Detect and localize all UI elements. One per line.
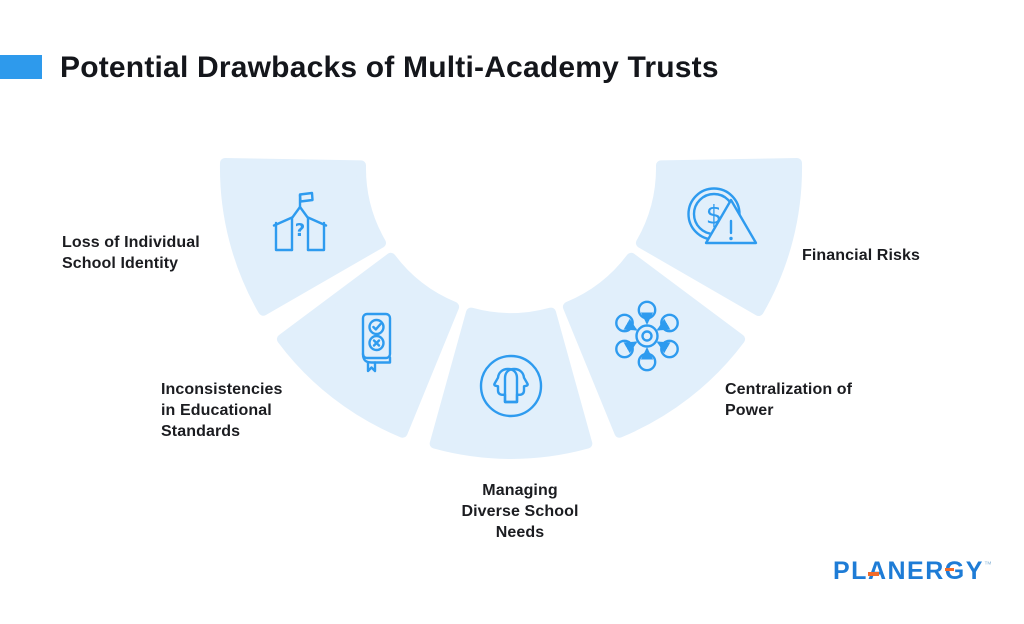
label-centralization: Centralization of Power (725, 381, 853, 419)
question-glyph: ? (295, 220, 305, 241)
planergy-logo: PLANERGY™ (833, 556, 1003, 588)
dual-heads-icon (479, 354, 543, 418)
wedge-loss-of-identity (219, 158, 386, 316)
school-question-icon: ? (272, 191, 328, 252)
label-managing-needs: Managing Diverse School Needs (461, 482, 579, 541)
label-inconsistencies: Inconsistencies in Educational Standards (161, 381, 283, 440)
wedge-managing-needs (429, 307, 593, 459)
page-title: Potential Drawbacks of Multi-Academy Tru… (60, 51, 719, 84)
book-check-x-icon (361, 312, 392, 373)
title-accent-bar (0, 55, 42, 79)
hub-centralization-icon (615, 300, 679, 372)
wedge-inconsistencies (276, 252, 460, 438)
planergy-logo-text: PLANERGY (833, 557, 984, 585)
logo-orange-g-bar (945, 567, 954, 571)
trademark-symbol: ™ (983, 560, 992, 569)
label-financial-risks: Financial Risks (802, 247, 920, 264)
coin-warning-icon: $ (687, 187, 758, 245)
label-loss-of-identity: Loss of Individual School Identity (62, 234, 200, 272)
logo-orange-a-bar (868, 572, 879, 576)
